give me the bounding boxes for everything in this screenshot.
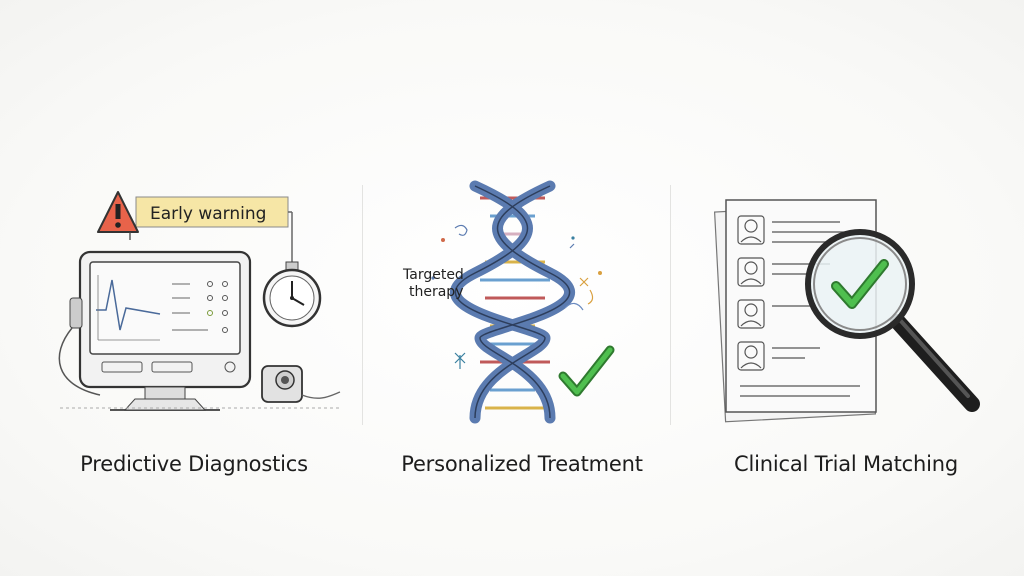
early-warning-banner: Early warning bbox=[135, 196, 293, 265]
webcam-icon bbox=[60, 365, 341, 409]
clock-icon bbox=[262, 261, 322, 328]
personalized-treatment-illustration: Targeted therapy bbox=[402, 180, 615, 424]
caption-clinical-trial-matching: Clinical Trial Matching bbox=[734, 452, 958, 476]
targeted-therapy-line2: therapy bbox=[409, 284, 463, 300]
molecule-sketches bbox=[431, 224, 602, 369]
magnifier-icon bbox=[805, 229, 980, 412]
caption-predictive-diagnostics: Predictive Diagnostics bbox=[80, 452, 308, 476]
clinical-trial-matching-illustration bbox=[713, 199, 980, 423]
panel-divider-right bbox=[670, 185, 671, 425]
monitor-icon bbox=[58, 250, 252, 411]
targeted-therapy-line1: Targeted bbox=[402, 267, 464, 283]
panel-divider-left bbox=[362, 185, 363, 425]
banner-text: Early warning bbox=[150, 204, 266, 224]
warning-icon bbox=[97, 191, 139, 240]
checkmark-icon bbox=[558, 345, 615, 397]
caption-personalized-treatment: Personalized Treatment bbox=[401, 452, 643, 476]
dna-helix-icon bbox=[450, 180, 575, 424]
predictive-diagnostics-illustration: Early warning bbox=[58, 191, 341, 411]
checkmark-icon bbox=[831, 259, 889, 309]
